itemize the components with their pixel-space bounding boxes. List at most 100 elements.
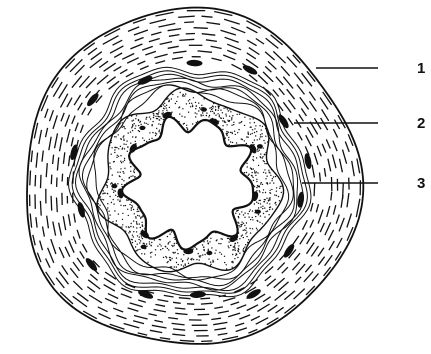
stipple-dot — [142, 226, 143, 227]
stipple-dot — [256, 190, 257, 191]
stipple-dot — [107, 193, 108, 194]
stipple-dot — [248, 239, 249, 240]
stipple-dot — [109, 196, 110, 197]
stipple-dot — [256, 157, 257, 158]
stipple-dot — [266, 176, 267, 177]
stipple-dot — [281, 186, 282, 187]
adventitia-dash — [43, 227, 45, 237]
stipple-dot — [222, 120, 223, 121]
stipple-dot — [244, 225, 245, 226]
stipple-dot — [237, 242, 238, 243]
adventitia-dash — [33, 235, 35, 246]
stipple-dot — [177, 96, 178, 97]
stipple-dot — [260, 156, 261, 157]
stipple-dot — [158, 131, 159, 132]
stipple-dot — [202, 244, 203, 245]
stipple-dot — [185, 265, 186, 266]
adventitia-dash — [86, 78, 96, 89]
adventitia-dash — [80, 251, 85, 258]
stipple-dot — [118, 148, 119, 149]
adventitia-dash — [40, 201, 41, 216]
adventitia-dash — [57, 157, 58, 170]
stipple-dot — [133, 231, 134, 232]
stipple-dot — [118, 156, 119, 157]
stipple-dot — [136, 115, 137, 116]
stipple-dot — [134, 123, 135, 124]
stipple-dot — [190, 106, 191, 107]
adventitia-dash — [138, 300, 146, 302]
stipple-dot — [132, 242, 133, 243]
stipple-dot — [123, 143, 124, 144]
adventitia-dash — [307, 127, 313, 138]
adventitia-dash — [60, 137, 63, 151]
stipple-dot — [131, 207, 132, 208]
stipple-dot — [207, 240, 208, 241]
adventitia-dash — [347, 214, 352, 228]
stipple-dot — [163, 112, 164, 113]
stipple-dot — [142, 238, 143, 239]
stipple-dot — [237, 210, 238, 211]
adventitia-dash — [114, 66, 122, 71]
stipple-dot — [182, 261, 183, 262]
adventitia-dash — [318, 210, 323, 224]
stipple-dot — [122, 171, 123, 172]
stipple-dot — [178, 264, 179, 265]
stipple-dot — [196, 105, 197, 106]
stipple-dot — [110, 166, 111, 167]
adventitia-dash — [278, 282, 288, 291]
stipple-dot — [215, 250, 216, 251]
stipple-dot — [151, 138, 152, 139]
stipple-dot — [199, 255, 200, 256]
stipple-dot — [249, 118, 250, 119]
adventitia-dash — [336, 215, 339, 224]
adventitia-dash — [46, 163, 47, 177]
adventitia-dash — [168, 29, 182, 31]
stipple-dot — [268, 200, 269, 201]
stipple-dot — [149, 116, 150, 117]
adventitia-dash — [228, 313, 240, 317]
stipple-dot — [184, 116, 185, 117]
stipple-dot — [235, 250, 236, 251]
stipple-dot — [190, 259, 191, 260]
stipple-dot — [267, 141, 268, 142]
stipple-dot — [151, 242, 152, 243]
adventitia-dash — [283, 77, 293, 89]
adventitia-dash — [287, 89, 295, 99]
stipple-dot — [123, 135, 124, 136]
stipple-dot — [244, 117, 245, 118]
stipple-dot — [98, 208, 99, 209]
adventitia-dash — [273, 51, 285, 63]
stipple-dot — [245, 244, 246, 245]
stipple-dot — [245, 230, 246, 231]
stipple-dot — [260, 153, 261, 154]
stipple-dot — [114, 152, 115, 153]
stipple-dot — [153, 117, 154, 118]
stipple-dot — [163, 108, 164, 109]
stipple-dot — [214, 113, 215, 114]
stipple-dot — [192, 106, 193, 107]
stipple-dot — [135, 141, 136, 142]
stipple-dot — [111, 147, 112, 148]
stipple-dot — [135, 176, 136, 177]
adventitia-dash — [227, 50, 236, 54]
stipple-dot — [226, 133, 227, 134]
stipple-dot — [226, 268, 227, 269]
adventitia-dash — [231, 27, 245, 33]
stipple-dot — [115, 223, 116, 224]
stipple-dot — [246, 222, 247, 223]
stipple-dot — [258, 207, 259, 208]
stipple-dot — [133, 226, 134, 227]
stipple-dot — [122, 122, 123, 123]
adventitia-dash — [168, 318, 178, 319]
stipple-dot — [169, 241, 170, 242]
stipple-dot — [139, 249, 140, 250]
stipple-dot — [149, 139, 150, 140]
stipple-dot — [169, 233, 170, 234]
lumen-border — [122, 117, 253, 250]
stipple-dot — [195, 108, 196, 109]
stipple-dot — [116, 220, 117, 221]
stipple-dot — [204, 263, 205, 264]
adventitia-dash — [283, 102, 291, 112]
stipple-dot — [256, 202, 257, 203]
stipple-dot — [237, 257, 238, 258]
